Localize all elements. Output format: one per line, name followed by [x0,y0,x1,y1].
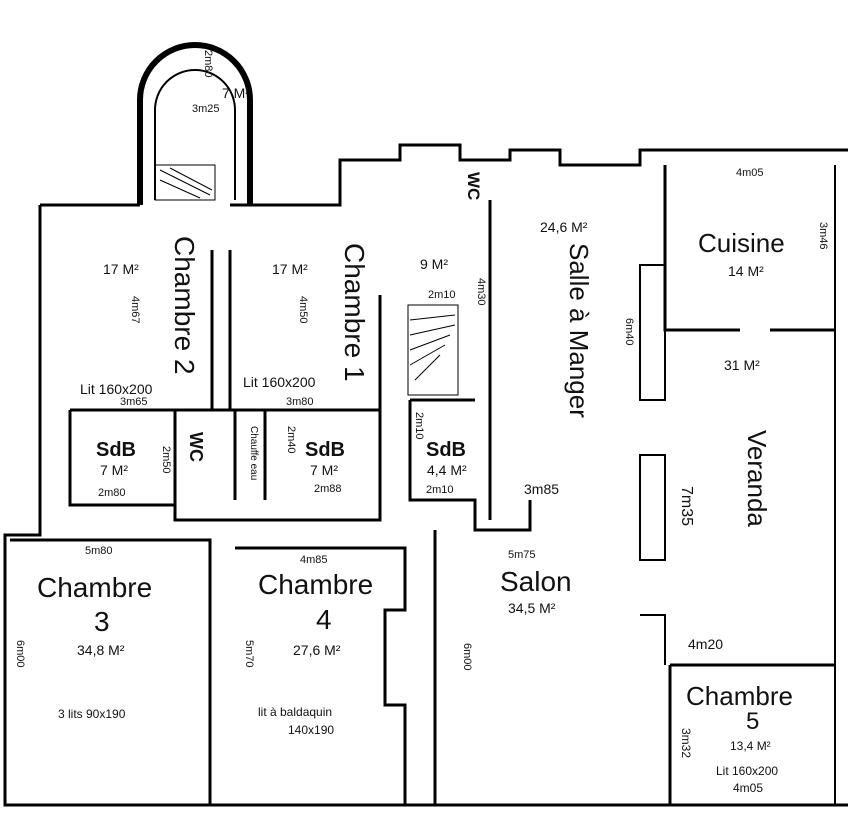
cuisine-area: 14 M² [728,263,764,279]
rotunda-arch [137,42,253,205]
sdb-2-dim-h: 2m88 [314,483,342,495]
salon-area: 34,5 M² [508,600,556,616]
chambre-3-area: 34,8 M² [77,642,125,658]
stair-top [154,164,216,201]
salon-dim-top: 5m75 [508,549,536,561]
chambre-1-area: 17 M² [272,261,308,277]
veranda-dim-v: 7m35 [678,486,695,527]
chambre-4-bed-2: 140x190 [288,723,335,737]
wall-chambre3 [10,538,212,805]
chambre-5-area: 13,4 M² [730,739,771,753]
stair-hall [407,304,459,396]
rotunda-area: 7 M² [222,85,250,101]
sdb-1-dim-h: 2m80 [98,487,126,499]
chambre-5-dim-top: 4m20 [688,636,724,652]
veranda-area: 31 M² [724,357,760,373]
chambre-4-dim-v: 5m70 [243,640,255,668]
chambre-1-bed: Lit 160x200 [243,374,316,390]
sdb-2-area: 7 M² [310,462,338,478]
wall-chambre4 [235,546,407,805]
outer-wall-top [40,143,848,207]
wall-salle-veranda [639,264,666,401]
chambre-5-bed: Lit 160x200 [716,764,779,778]
sdb-3-area: 4,4 M² [427,462,467,478]
chambre-5-dim-v: 3m32 [679,728,693,759]
chambre-2-name: Chambre 2 [169,236,200,375]
wall-cuisine [663,165,835,332]
chambre-5-name-2: 5 [746,708,760,735]
rotunda-dim-h: 3m25 [192,103,220,115]
salon-dim-v: 6m00 [461,643,473,671]
sdb-1-name: SdB [96,439,136,461]
chambre-3-bed: 3 lits 90x190 [58,707,126,721]
sdb-3-dim-h: 2m10 [426,484,454,496]
chambre-3-name-1: Chambre [37,572,153,603]
chambre-2-dim-v: 4m67 [129,296,141,324]
chambre-2-area: 17 M² [103,261,139,277]
chambre-2-dim-h: 3m65 [120,396,148,408]
chambre-3-dim-v: 6m00 [14,640,26,668]
cuisine-dim-top: 4m05 [736,167,764,179]
chambre-4-area: 27,6 M² [293,642,341,658]
chambre-4-bed-1: lit à baldaquin [258,705,333,719]
chambre-1-dim-h: 3m80 [286,396,314,408]
hall-area: 9 M² [420,256,448,272]
salon-name: Salon [500,566,572,597]
salle-dim-v: 6m40 [623,318,635,346]
veranda-name: Veranda [742,430,772,527]
wall-chambre5 [668,663,835,805]
wc-mid-name: WC [186,432,206,462]
salle-area: 24,6 M² [540,219,588,235]
outer-wall [3,205,848,807]
chambre-5-dim-bottom: 4m05 [733,781,764,795]
sdb-2-name: SdB [305,439,345,461]
hall-dim-v: 4m30 [475,278,487,306]
chambre-2-bed: Lit 160x200 [80,381,153,397]
sdb-1-area: 7 M² [100,462,128,478]
hall-dim-h: 2m10 [428,289,456,301]
sdb-3-dim-v: 2m10 [413,412,425,440]
chambre-1-name: Chambre 1 [339,243,370,382]
salle-dim-h: 3m85 [524,481,560,497]
sdb-1-dim-v: 2m50 [160,446,172,474]
sdb-2-dim-v: 2m40 [285,426,297,454]
wall-sdb-row [68,408,382,522]
chambre-5-name-1: Chambre [686,681,793,711]
chambre-3-name-2: 3 [94,606,110,637]
cuisine-name: Cuisine [698,228,785,258]
salle-name: Salle à Manger [564,243,594,418]
wc-top-name: WC [464,172,483,201]
chambre-1-dim-v: 4m50 [297,296,309,324]
chambre-3-dim-top: 5m80 [85,545,113,557]
chambre-4-dim-top: 4m85 [300,554,328,566]
chauffe-eau-label: Chauffe eau [248,426,259,481]
rotunda-dim-v: 2m80 [202,50,214,78]
cuisine-dim-v: 3m46 [817,222,829,250]
wall-chambre2-chambre1 [210,250,232,410]
chambre-4-name-1: Chambre [258,569,374,600]
chambre-4-name-2: 4 [316,604,332,635]
sdb-3-name: SdB [426,439,466,461]
